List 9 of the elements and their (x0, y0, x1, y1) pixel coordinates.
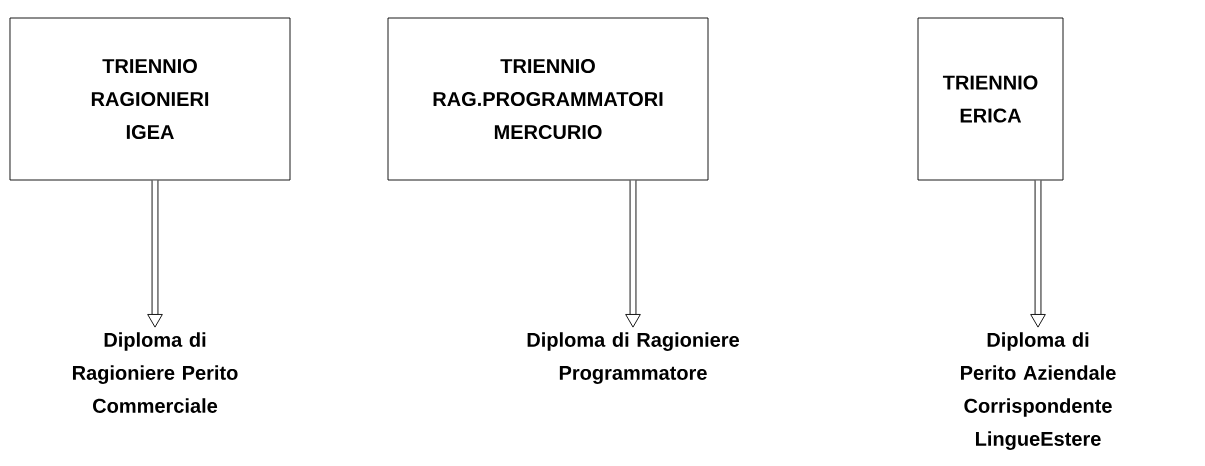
hollow-arrow (1030, 180, 1046, 328)
hollow-arrow (625, 180, 641, 328)
diploma-text: Diploma di Ragioniere Perito Commerciale (73, 332, 238, 413)
program-box: TRIENNIO RAG.PROGRAMMATORI MERCURIO (387, 17, 709, 181)
diploma-text: Diploma di Perito Aziendale Corrispondente LingueEstere (961, 332, 1116, 450)
diploma-text: Diploma di Ragioniere Programmatore (527, 332, 739, 384)
hollow-arrow (147, 180, 163, 328)
program-box: TRIENNIO ERICA (917, 17, 1064, 181)
program-box: TRIENNIO RAGIONIERI IGEA (9, 17, 291, 181)
